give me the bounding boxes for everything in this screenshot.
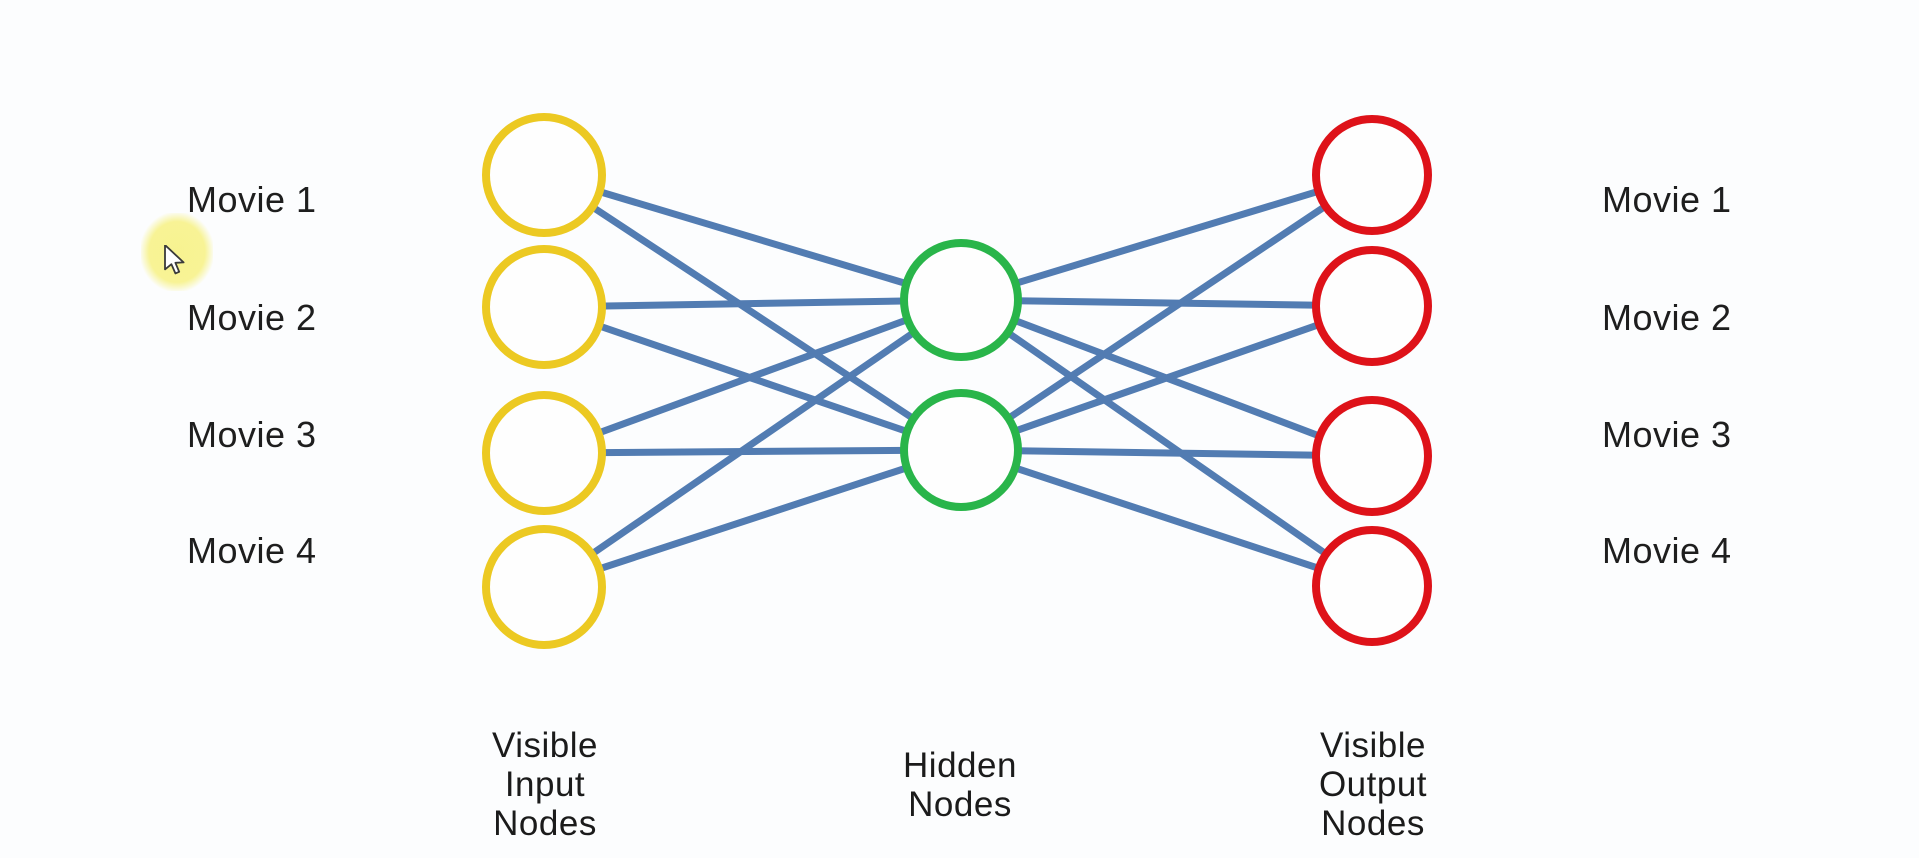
edge-hidden2-output1 — [957, 171, 1376, 454]
edge-hidden2-output4 — [957, 446, 1376, 590]
edge-input4-hidden2 — [540, 446, 965, 591]
caption-line: Input — [504, 765, 586, 804]
edge-hidden1-output2 — [957, 296, 1376, 310]
input-node-4 — [482, 525, 606, 649]
output-label-movie-4: Movie 4 — [1602, 530, 1732, 571]
caption-line: Nodes — [908, 785, 1012, 824]
edge-hidden1-output1 — [957, 171, 1376, 304]
input-label-movie-1: Movie 1 — [187, 179, 317, 220]
caption-line: Nodes — [493, 804, 597, 843]
input-label-movie-4: Movie 4 — [187, 530, 317, 571]
caption-visible-input-nodes: Visible Input Nodes — [385, 726, 705, 843]
output-node-4 — [1312, 526, 1432, 646]
caption-line: Visible — [1320, 726, 1426, 765]
edge-hidden2-output2 — [957, 302, 1376, 454]
output-label-movie-1: Movie 1 — [1602, 179, 1732, 220]
output-node-2 — [1312, 246, 1432, 366]
input-label-movie-2: Movie 2 — [187, 297, 317, 338]
caption-line: Visible — [492, 726, 598, 765]
caption-hidden-nodes: Hidden Nodes — [800, 746, 1120, 824]
caption-visible-output-nodes: Visible Output Nodes — [1213, 726, 1533, 843]
input-node-1 — [482, 113, 606, 237]
edge-input1-hidden2 — [540, 171, 965, 454]
edge-input2-hidden1 — [540, 296, 965, 311]
output-node-3 — [1312, 396, 1432, 516]
edge-hidden2-output3 — [957, 446, 1376, 460]
input-node-2 — [482, 245, 606, 369]
output-label-movie-3: Movie 3 — [1602, 414, 1732, 455]
caption-line: Nodes — [1321, 804, 1425, 843]
output-label-movie-2: Movie 2 — [1602, 297, 1732, 338]
edge-input4-hidden1 — [540, 296, 965, 591]
hidden-node-1 — [900, 239, 1022, 361]
edge-hidden1-output4 — [957, 296, 1376, 590]
output-node-1 — [1312, 115, 1432, 235]
caption-line: Output — [1318, 765, 1428, 804]
cursor-highlight — [141, 213, 213, 291]
edge-input3-hidden2 — [540, 446, 965, 457]
hidden-node-2 — [900, 389, 1022, 511]
edge-input1-hidden1 — [540, 171, 965, 304]
edge-input3-hidden1 — [540, 296, 965, 457]
caption-line: Hidden — [903, 746, 1017, 785]
mouse-cursor-icon — [164, 245, 185, 275]
input-label-movie-3: Movie 3 — [187, 414, 317, 455]
input-node-3 — [482, 391, 606, 515]
